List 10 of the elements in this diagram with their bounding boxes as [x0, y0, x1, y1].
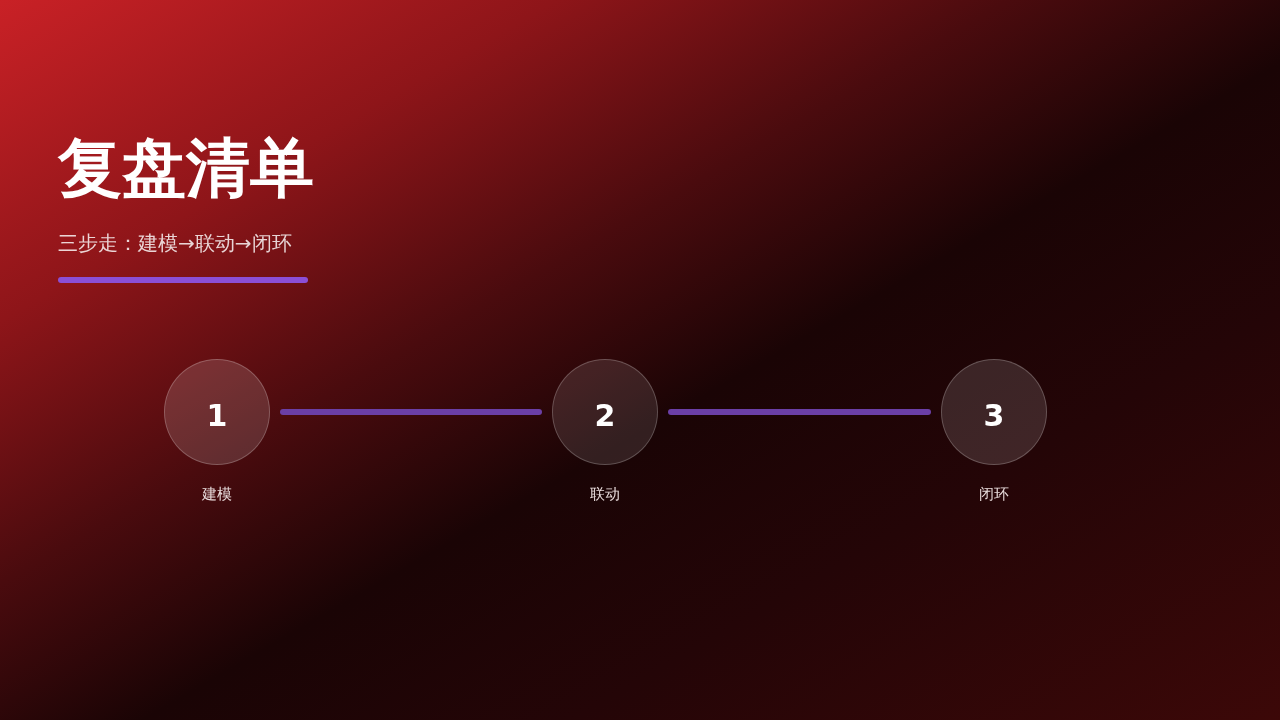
connector-line	[280, 409, 542, 415]
step-number: 3	[983, 401, 1005, 431]
slide-title: 复盘清单	[58, 130, 314, 207]
step-label: 建模	[202, 485, 232, 505]
step-number: 1	[206, 401, 228, 431]
connector-line	[668, 409, 931, 415]
step-label: 联动	[590, 485, 620, 505]
subtitle-text: 三步走：建模→联动→闭环	[58, 230, 292, 256]
step-number: 2	[594, 401, 616, 431]
step-label: 闭环	[979, 485, 1009, 505]
